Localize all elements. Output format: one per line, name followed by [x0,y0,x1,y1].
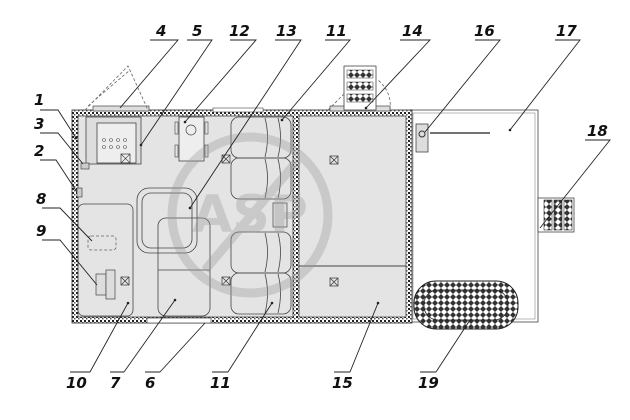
spare-tire [413,280,519,330]
callout-11-top: 11 [326,22,347,40]
callout-10: 10 [66,374,87,392]
roof-hatch [136,187,198,254]
callout-5: 5 [192,22,203,40]
callout-12: 12 [229,22,250,40]
bunk [157,217,211,317]
watermark-logo: ASP [167,132,333,298]
window-top [212,107,264,113]
table [174,116,209,162]
rear-stairs [537,197,575,233]
callout-8: 8 [36,190,47,208]
heater [272,202,288,228]
side-stairs [343,65,377,111]
stove [85,116,142,165]
storage-compartment [298,115,407,318]
leader-lines [40,39,611,373]
cabinet [77,203,134,317]
callout-19: 19 [418,374,439,392]
callout-2: 2 [34,142,45,160]
callout-1: 1 [34,91,45,109]
callout-15: 15 [332,374,353,392]
entry-door [146,317,212,324]
callout-14: 14 [402,22,423,40]
callout-7: 7 [110,374,121,392]
callout-13: 13 [276,22,297,40]
callout-17: 17 [556,22,577,40]
callout-18: 18 [587,122,608,140]
device-16 [415,123,429,153]
callout-3: 3 [34,115,45,133]
callout-9: 9 [36,222,47,240]
callout-11-bottom: 11 [210,374,231,392]
item-8 [87,235,117,251]
seats-top [230,116,292,200]
item-3 [80,162,90,170]
item-9 [95,269,116,300]
seats-bottom [230,231,292,315]
callout-4: 4 [156,22,167,40]
item-2 [76,187,83,198]
callout-16: 16 [474,22,495,40]
callout-6: 6 [145,374,156,392]
vent-markers [120,154,339,287]
svg-text:ASP: ASP [192,185,308,245]
